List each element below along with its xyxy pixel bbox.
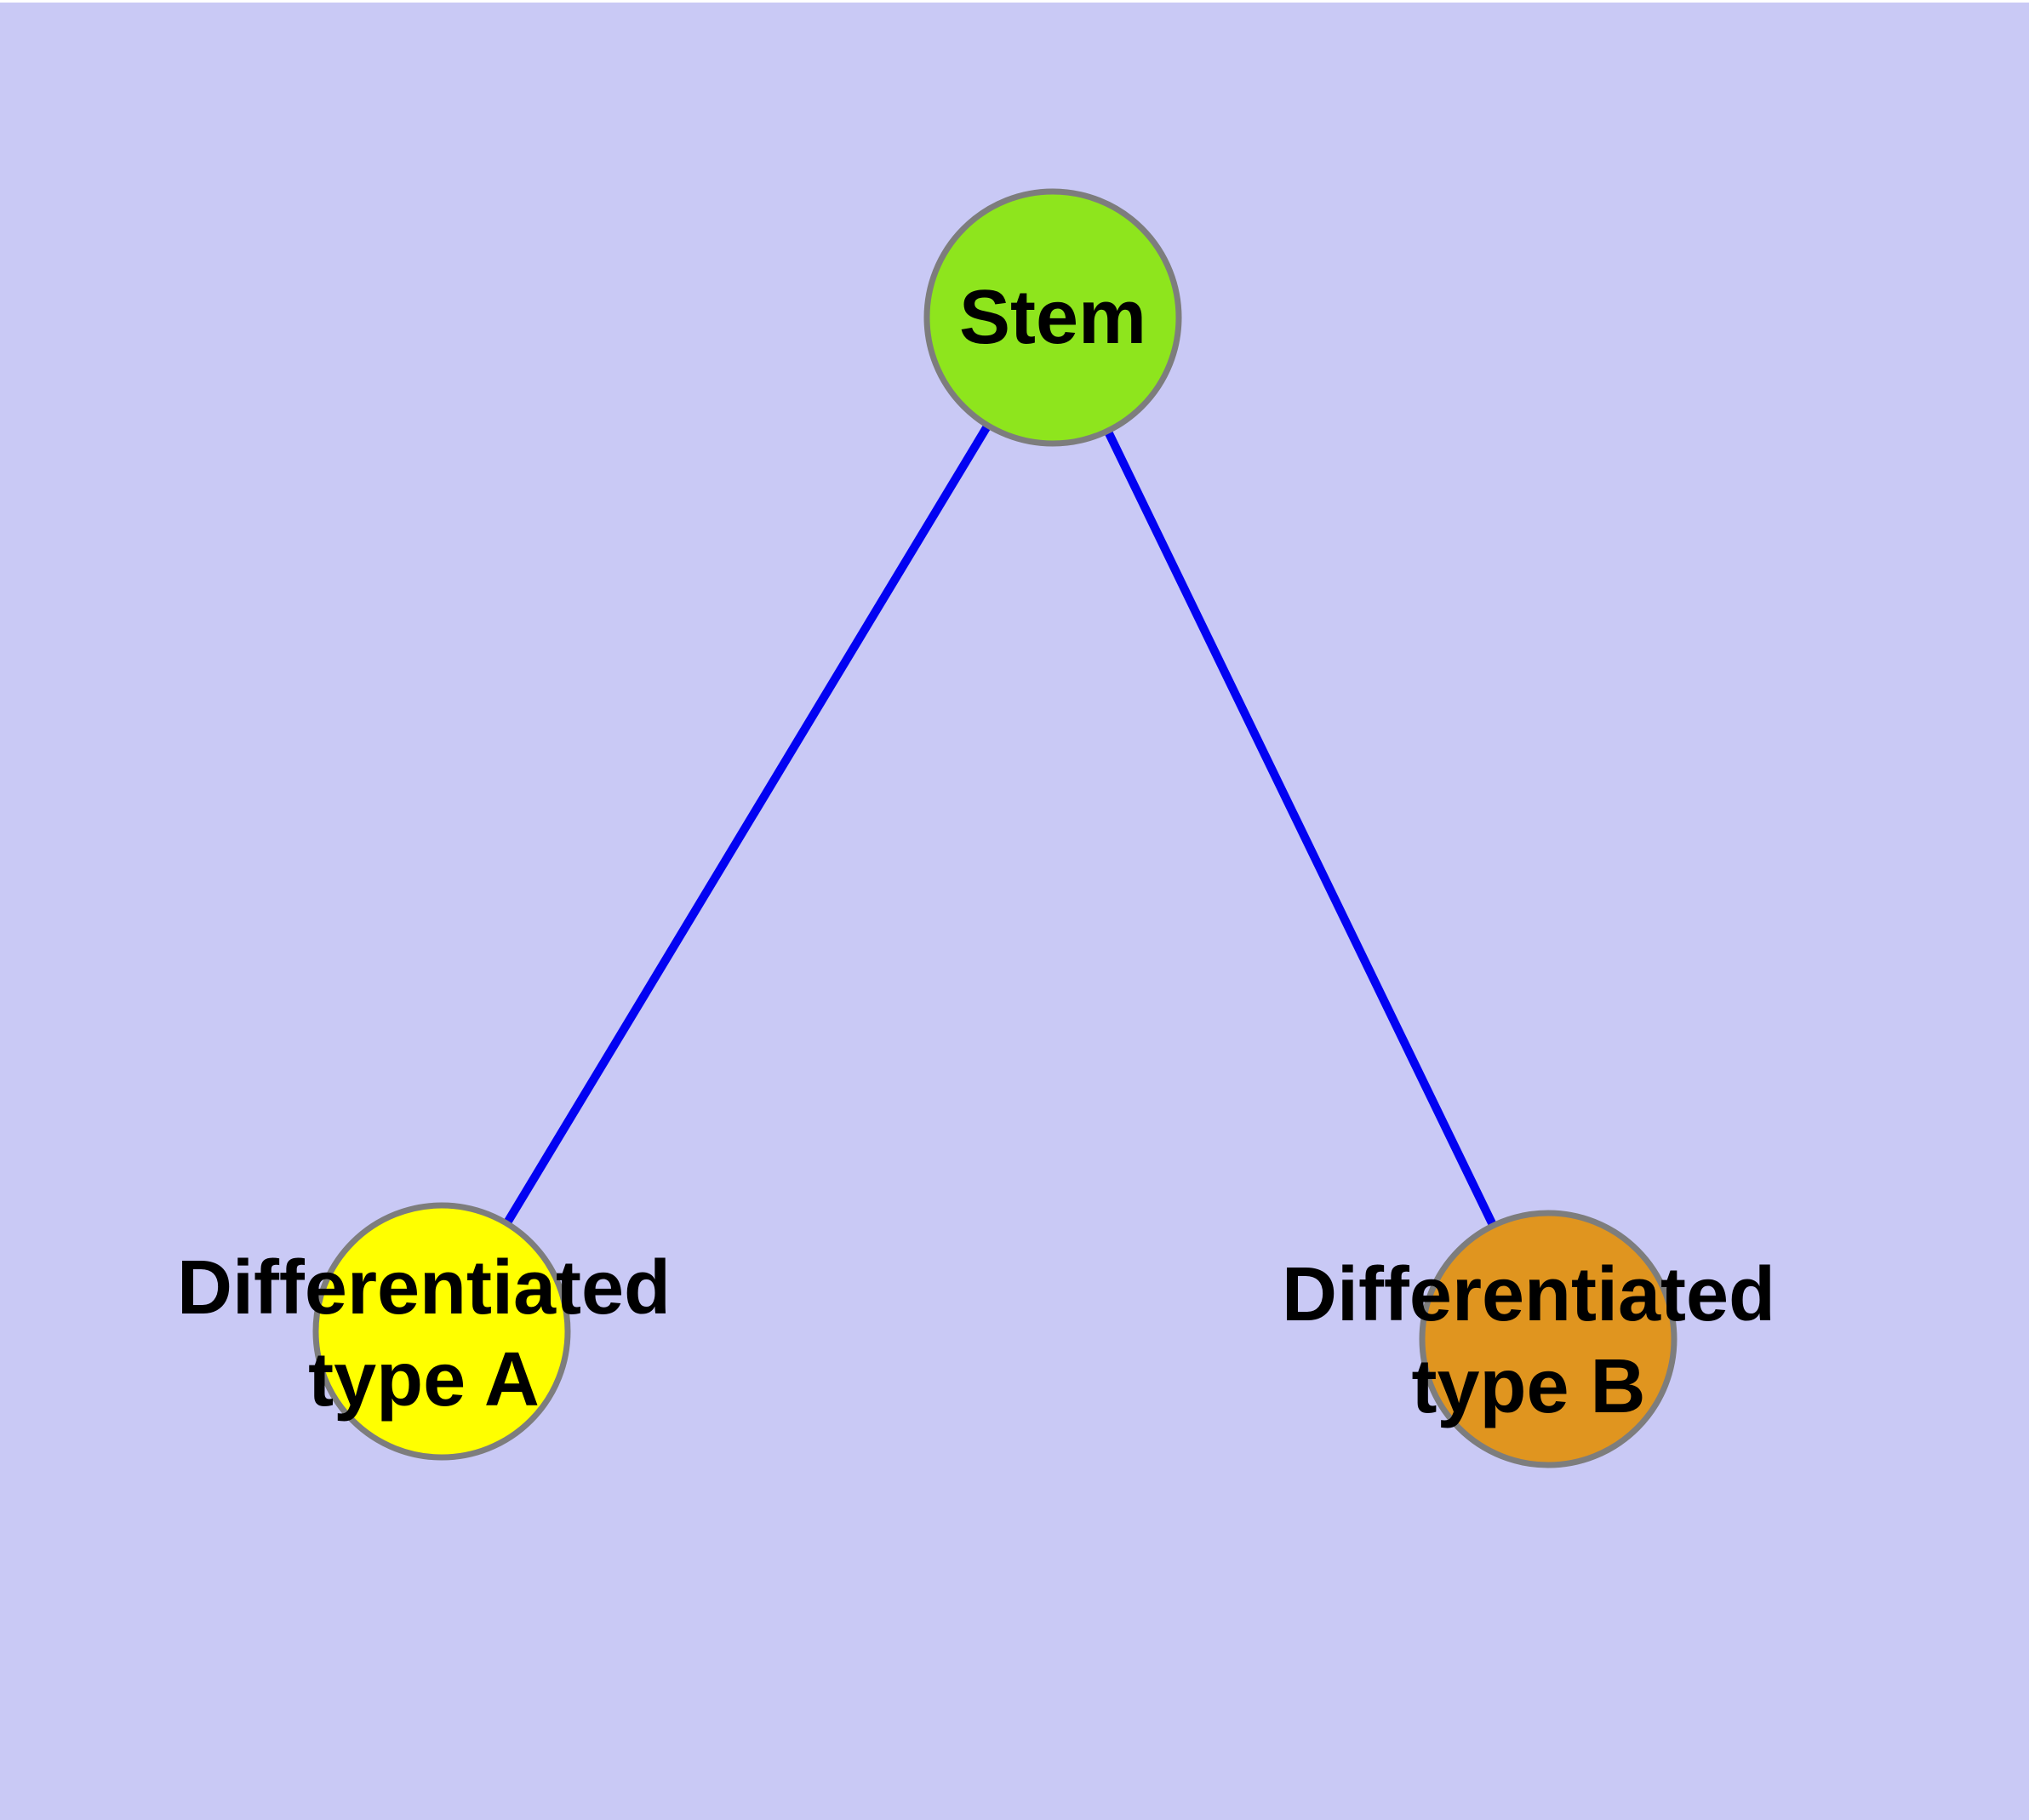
node-circle-type-a <box>312 1202 571 1461</box>
edge-stem-to-type-a <box>437 315 1057 1334</box>
edge-stem-to-type-b <box>1049 315 1552 1342</box>
node-circle-stem <box>923 188 1182 447</box>
node-circle-type-b <box>1419 1210 1677 1468</box>
